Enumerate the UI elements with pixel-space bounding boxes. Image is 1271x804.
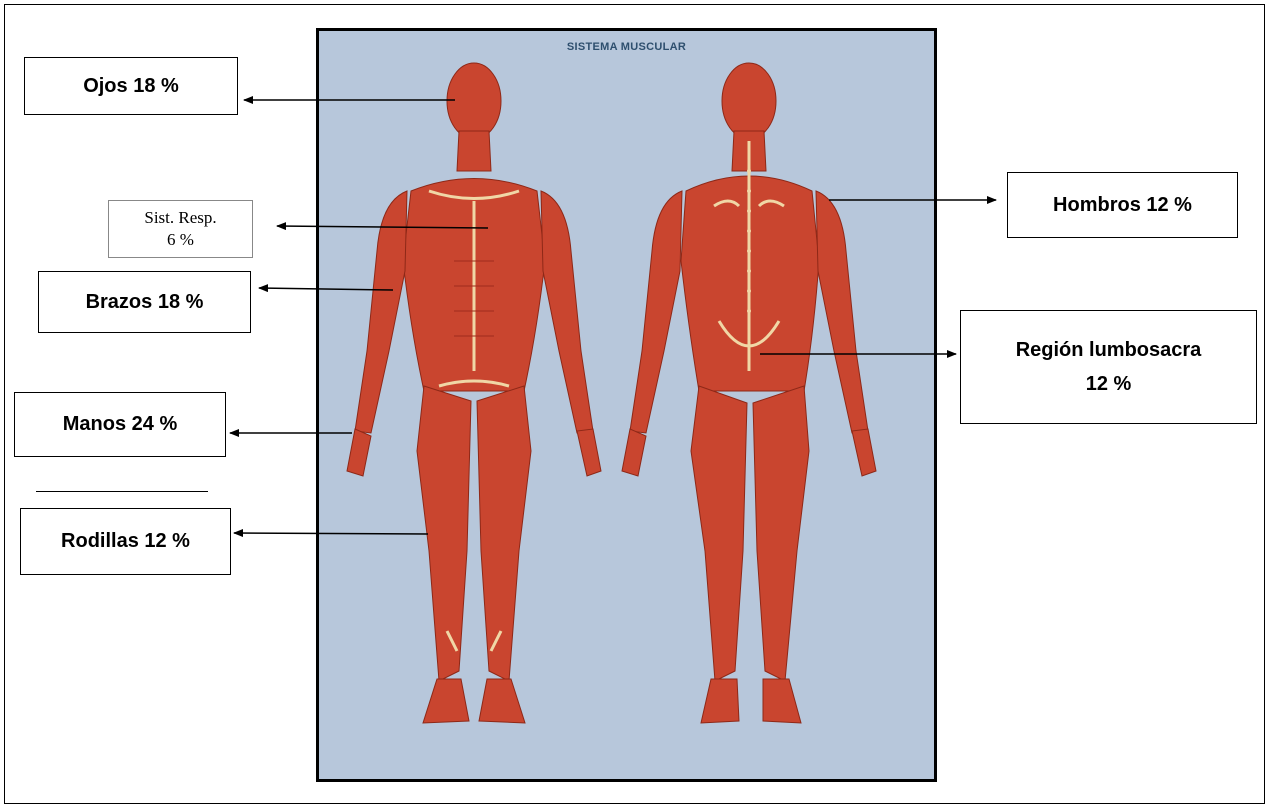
label-rodillas: Rodillas 12 % xyxy=(20,508,231,575)
label-hombros: Hombros 12 % xyxy=(1007,172,1238,238)
poster-illustration xyxy=(319,31,934,779)
label-sist-resp: Sist. Resp. 6 % xyxy=(108,200,253,258)
label-ojos-text: Ojos 18 % xyxy=(83,75,179,98)
label-manos: Manos 24 % xyxy=(14,392,226,457)
label-region-line2: 12 % xyxy=(1086,367,1132,401)
label-hombros-text: Hombros 12 % xyxy=(1053,194,1192,217)
label-rodillas-text: Rodillas 12 % xyxy=(61,530,190,553)
label-sist-resp-line1: Sist. Resp. xyxy=(144,207,216,229)
poster-title: SISTEMA MUSCULAR xyxy=(319,41,934,53)
label-sist-resp-line2: 6 % xyxy=(167,229,194,251)
label-brazos-text: Brazos 18 % xyxy=(86,291,204,314)
label-brazos: Brazos 18 % xyxy=(38,271,251,333)
label-region-lumbosacra: Región lumbosacra 12 % xyxy=(960,310,1257,424)
label-region-line1: Región lumbosacra xyxy=(1016,333,1202,367)
label-manos-text: Manos 24 % xyxy=(63,413,177,436)
divider-line xyxy=(36,491,208,492)
muscular-system-poster: SISTEMA MUSCULAR xyxy=(316,28,937,782)
label-ojos: Ojos 18 % xyxy=(24,57,238,115)
